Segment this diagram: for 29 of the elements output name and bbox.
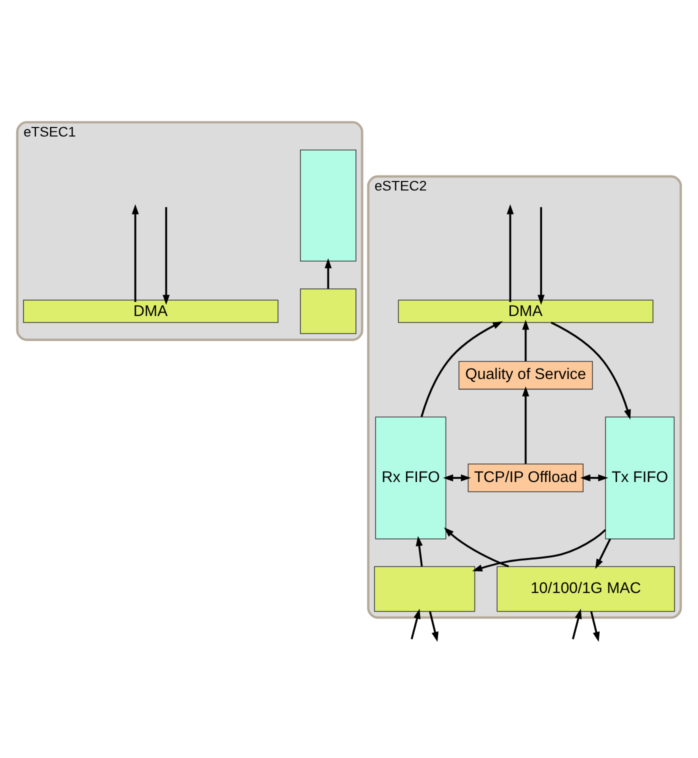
arrow: [416, 536, 423, 567]
arrow: [522, 386, 530, 464]
arrow: [595, 538, 612, 570]
arrow: [324, 258, 332, 289]
arrow: [410, 608, 420, 640]
arrow: [472, 529, 606, 572]
arrow: [572, 608, 582, 640]
node-box: DMA: [23, 300, 278, 323]
arrow: [162, 207, 170, 305]
node-box: Quality of Service: [458, 361, 593, 390]
arrow: [538, 207, 545, 305]
node-box: TCP/IP Offload: [468, 464, 584, 492]
node-box: DMA: [398, 300, 654, 323]
arrow: [132, 204, 139, 302]
arrow: [590, 611, 600, 642]
arrow: [580, 474, 608, 482]
node-box: [300, 288, 356, 334]
arrow: [550, 322, 631, 420]
arrow: [443, 474, 471, 482]
arrow: [522, 320, 530, 362]
node-box: 10/100/1G MAC: [496, 566, 675, 612]
arrow: [420, 321, 503, 418]
node-box: Rx FIFO: [375, 416, 446, 540]
node-box: [374, 566, 476, 612]
node-box: [300, 150, 356, 262]
arrow: [506, 204, 514, 302]
arrow: [429, 611, 438, 642]
node-box: Tx FIFO: [605, 416, 675, 540]
arrow: [444, 527, 510, 568]
